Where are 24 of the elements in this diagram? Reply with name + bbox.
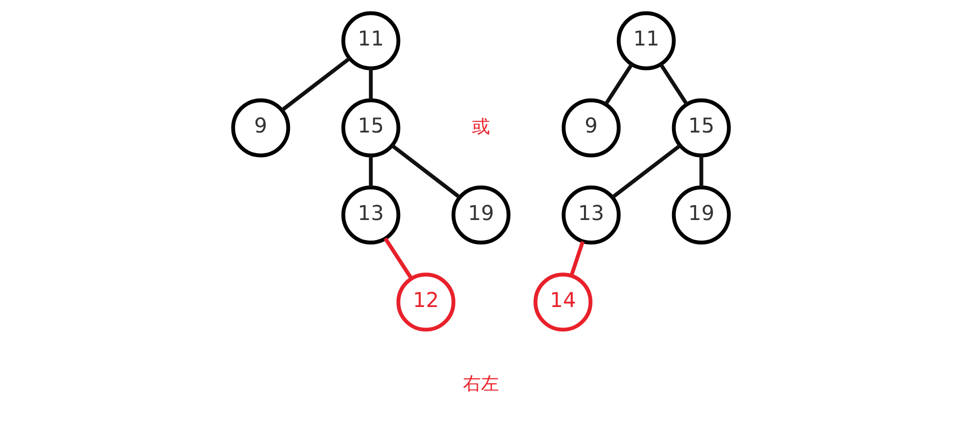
connector <box>383 237 412 280</box>
connector <box>604 63 633 106</box>
connector <box>658 63 688 106</box>
label: 右左 <box>462 373 498 394</box>
node-circle: 19 <box>451 186 510 244</box>
connector <box>390 144 460 199</box>
node-circle: 19 <box>671 186 730 244</box>
node-circle: 11 <box>616 11 676 70</box>
connector <box>280 56 350 112</box>
connector <box>368 68 372 100</box>
node-circle: 9 <box>561 98 620 158</box>
node-circle: 13 <box>561 186 620 244</box>
node-circle: 9 <box>230 98 290 158</box>
node-circle: 14 <box>533 272 592 332</box>
label: 或 <box>472 116 490 138</box>
node-circle: 11 <box>340 11 400 70</box>
connector <box>698 155 703 188</box>
node-circle: 12 <box>396 272 455 332</box>
connector <box>611 144 681 199</box>
node-circle: 15 <box>671 98 730 158</box>
connector <box>368 155 372 188</box>
node-circle: 15 <box>340 98 400 158</box>
node-circle: 13 <box>340 186 400 244</box>
connector <box>569 241 584 276</box>
